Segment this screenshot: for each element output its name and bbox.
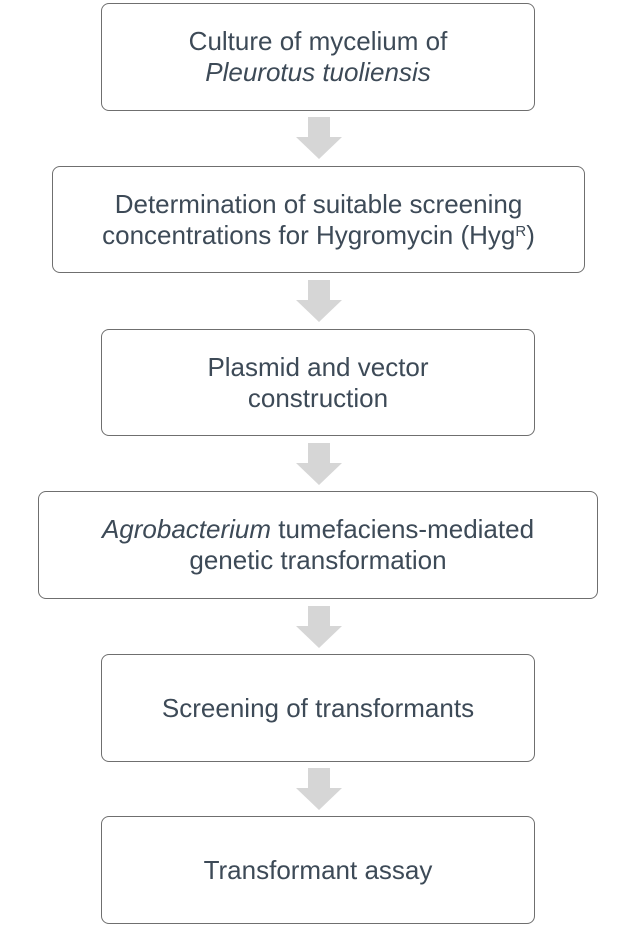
step-screening-transformants: Screening of transformants xyxy=(101,654,535,762)
down-arrow-icon xyxy=(294,606,344,648)
step-text: Determination of suitable screening xyxy=(114,188,523,219)
down-arrow-icon xyxy=(294,443,344,485)
step-text: Transformant assay xyxy=(203,854,433,885)
down-arrow-icon xyxy=(294,280,344,322)
step-transformant-assay: Transformant assay xyxy=(101,816,535,924)
species-name: Pleurotus tuoliensis xyxy=(205,57,431,87)
step-text-2: concentrations for Hygromycin (HygR) xyxy=(102,219,535,250)
step-text: Culture of mycelium of xyxy=(188,26,448,56)
down-arrow-icon xyxy=(294,117,344,159)
down-arrow-icon xyxy=(294,768,344,810)
step-agrobacterium-transformation: Agrobacterium tumefaciens-mediated genet… xyxy=(38,491,598,599)
step-text-2: construction xyxy=(247,382,389,413)
step-text: Plasmid and vector xyxy=(207,351,429,382)
superscript: R xyxy=(515,222,527,240)
species-name: Agrobacterium xyxy=(101,514,272,544)
step-determination-screening: Determination of suitable screening conc… xyxy=(52,166,585,273)
step-text-2: genetic transformation xyxy=(189,545,447,575)
step-text: Agrobacterium tumefaciens-mediated xyxy=(101,514,535,544)
step-text: Screening of transformants xyxy=(161,692,475,723)
step-culture-mycelium: Culture of mycelium of Pleurotus tuolien… xyxy=(101,3,535,111)
step-plasmid-construction: Plasmid and vector construction xyxy=(101,329,535,436)
